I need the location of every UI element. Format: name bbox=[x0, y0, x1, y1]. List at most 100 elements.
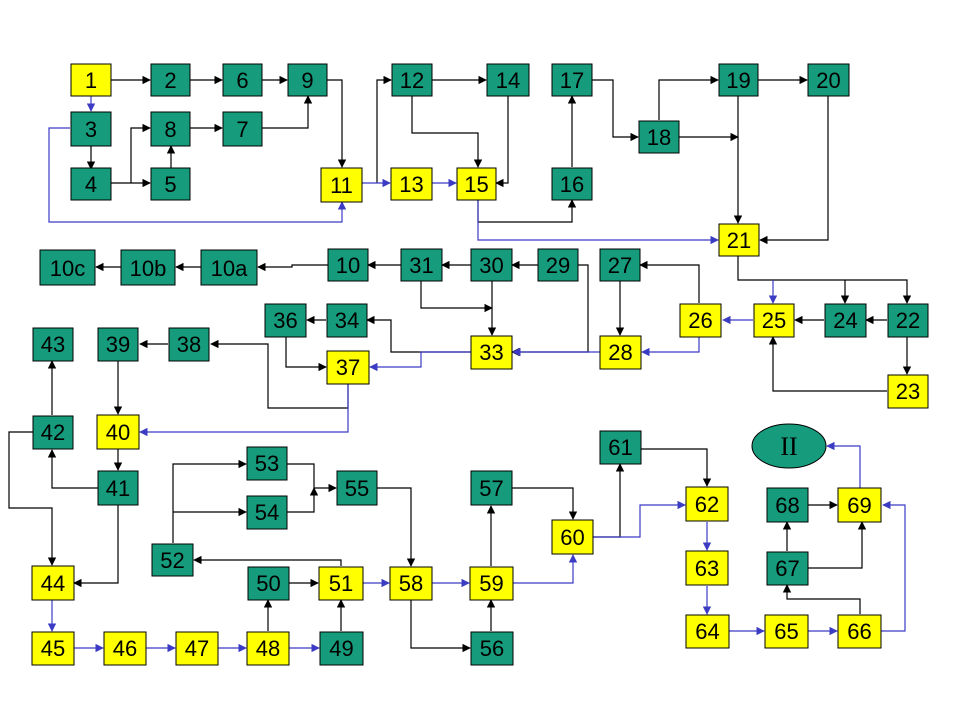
node-10-label: 10 bbox=[336, 253, 360, 278]
node-43-label: 43 bbox=[41, 332, 65, 357]
node-33: 33 bbox=[470, 335, 513, 370]
node-23: 23 bbox=[887, 374, 929, 409]
node-24-box bbox=[824, 303, 867, 338]
node-10c: 10c bbox=[39, 249, 96, 286]
node-13-box bbox=[390, 167, 433, 201]
node-26-label: 26 bbox=[688, 308, 712, 333]
node-16-box bbox=[551, 167, 593, 201]
node-50-label: 50 bbox=[256, 571, 280, 596]
node-56-label: 56 bbox=[480, 636, 504, 661]
node-17-label: 17 bbox=[560, 68, 584, 93]
node-38: 38 bbox=[168, 327, 210, 362]
edge-3-11 bbox=[48, 127, 347, 223]
node-49-label: 49 bbox=[329, 636, 353, 661]
edge-57-60 bbox=[512, 487, 578, 520]
node-38-box bbox=[168, 327, 210, 362]
edge-37-40 bbox=[139, 384, 349, 437]
node-17-box bbox=[551, 63, 593, 97]
node-19-box bbox=[718, 63, 759, 97]
node-67-box bbox=[766, 551, 809, 586]
node-36-label: 36 bbox=[273, 308, 297, 333]
node-64-label: 64 bbox=[695, 619, 719, 644]
node-2-label: 2 bbox=[164, 68, 176, 93]
node-37-box bbox=[326, 350, 370, 385]
node-12: 12 bbox=[391, 63, 433, 97]
node-27: 27 bbox=[599, 248, 641, 282]
node-10b-box bbox=[120, 249, 176, 286]
node-47-label: 47 bbox=[185, 636, 209, 661]
edge-20-21 bbox=[759, 96, 829, 245]
node-48-box bbox=[246, 631, 290, 666]
node-53: 53 bbox=[246, 446, 288, 481]
node-18-box bbox=[638, 120, 680, 154]
node-1: 1 bbox=[70, 63, 112, 97]
node-59-label: 59 bbox=[479, 571, 503, 596]
node-56: 56 bbox=[470, 631, 514, 666]
node-51-box bbox=[318, 566, 364, 601]
edge-18-19 bbox=[658, 75, 719, 120]
node-33-label: 33 bbox=[479, 340, 503, 365]
node-1-label: 1 bbox=[85, 68, 97, 93]
node-55-box bbox=[336, 470, 378, 506]
node-61-label: 61 bbox=[608, 435, 632, 460]
edge-10-10a bbox=[257, 262, 328, 272]
node-64-box bbox=[685, 614, 730, 649]
node-29-box bbox=[537, 248, 579, 282]
node-34: 34 bbox=[326, 303, 368, 338]
node-28-label: 28 bbox=[608, 340, 632, 365]
edge-33-34 bbox=[366, 315, 471, 353]
node-50-box bbox=[247, 566, 290, 601]
node-16: 16 bbox=[551, 167, 593, 201]
node-63-label: 63 bbox=[695, 556, 719, 581]
node-39-box bbox=[97, 327, 139, 362]
node-2: 2 bbox=[150, 63, 191, 97]
node-42-box bbox=[32, 415, 74, 450]
node-22: 22 bbox=[887, 303, 929, 338]
node-59: 59 bbox=[469, 566, 514, 601]
node-33-box bbox=[470, 335, 513, 370]
node-3-box bbox=[70, 111, 112, 147]
node-57-box bbox=[470, 470, 513, 506]
node-14-label: 14 bbox=[496, 68, 520, 93]
node-45-box bbox=[31, 631, 75, 666]
node-66-label: 66 bbox=[847, 619, 871, 644]
node-61: 61 bbox=[599, 430, 642, 465]
node-27-box bbox=[599, 248, 641, 282]
edge-52-53 bbox=[172, 459, 247, 543]
node-40-label: 40 bbox=[106, 420, 130, 445]
edge-54-55 bbox=[287, 487, 319, 513]
node-36-box bbox=[264, 303, 307, 338]
node-11: 11 bbox=[320, 167, 363, 203]
node-44-box bbox=[31, 565, 75, 601]
edge-33-37 bbox=[369, 351, 471, 372]
node-25-label: 25 bbox=[762, 308, 786, 333]
edge-36-37 bbox=[285, 337, 327, 372]
node-17: 17 bbox=[551, 63, 593, 97]
node-40-box bbox=[96, 414, 140, 450]
node-6: 6 bbox=[222, 63, 263, 97]
node-55-label: 55 bbox=[345, 476, 369, 501]
node-44: 44 bbox=[31, 565, 75, 601]
node-5: 5 bbox=[150, 167, 191, 201]
edge-60-61 bbox=[593, 463, 625, 538]
node-7: 7 bbox=[222, 111, 263, 147]
node-11-box bbox=[320, 167, 363, 203]
node-8-label: 8 bbox=[164, 117, 176, 142]
node-14: 14 bbox=[486, 63, 530, 97]
node-34-box bbox=[326, 303, 368, 338]
node-51: 51 bbox=[318, 566, 364, 601]
node-8: 8 bbox=[150, 111, 191, 147]
edge-26-28 bbox=[641, 337, 700, 357]
node-9: 9 bbox=[287, 63, 328, 97]
node-30-box bbox=[470, 248, 513, 282]
edge-67-69 bbox=[808, 521, 867, 569]
node-20-label: 20 bbox=[816, 68, 840, 93]
edge-55-58 bbox=[377, 487, 416, 567]
node-24-label: 24 bbox=[833, 308, 857, 333]
node-64: 64 bbox=[685, 614, 730, 649]
node-56-box bbox=[470, 631, 514, 666]
node-5-label: 5 bbox=[164, 172, 176, 197]
node-46: 46 bbox=[103, 631, 147, 666]
edge-11-12 bbox=[376, 75, 392, 183]
node-22-label: 22 bbox=[896, 308, 920, 333]
